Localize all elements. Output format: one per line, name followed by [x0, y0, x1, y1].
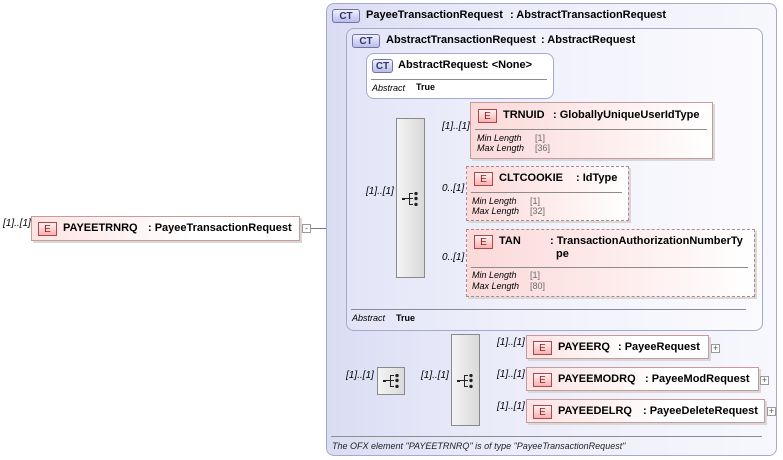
choice-cardinality: [1]..[1]	[421, 370, 449, 381]
facet-value: [1]	[530, 196, 541, 206]
complex-type-icon: CT	[332, 9, 360, 23]
element-payeerq[interactable]: E PAYEERQ : PayeeRequest	[526, 335, 709, 359]
facet-value: [80]	[530, 281, 546, 291]
base-type-name: AbstractRequest	[398, 59, 487, 71]
facet-label: Min Length	[472, 270, 517, 280]
outer-type-name: PayeeTransactionRequest	[366, 9, 503, 21]
inner-type-name: AbstractTransactionRequest	[386, 34, 536, 46]
root-element-name: PAYEETRNRQ	[63, 222, 138, 234]
payeedelrq-type: : PayeeDeleteRequest	[643, 405, 758, 417]
base-type-divider	[371, 79, 547, 80]
element-icon: E	[533, 373, 552, 387]
facet-value: [1]	[535, 133, 546, 143]
collapse-icon[interactable]: -	[302, 224, 311, 233]
payeerq-type: : PayeeRequest	[618, 341, 700, 353]
tan-cardinality: 0..[1]	[442, 252, 465, 263]
tan-type-wrap: pe	[556, 248, 569, 260]
root-element-type: : PayeeTransactionRequest	[148, 222, 292, 234]
sequence-cardinality: [1]..[1]	[366, 186, 394, 197]
facet-value: [1]	[530, 270, 541, 280]
trnuid-name: TRNUID	[503, 109, 545, 121]
tan-name: TAN	[499, 235, 521, 247]
expand-icon[interactable]: +	[760, 375, 769, 385]
element-icon: E	[533, 341, 552, 355]
base-type-base: : <None>	[485, 59, 533, 71]
facet-value: [36]	[535, 143, 551, 153]
element-trnuid[interactable]: E TRNUID : GloballyUniqueUserIdType Min …	[470, 102, 713, 159]
facet-label: Max Length	[472, 206, 520, 216]
facet-label: Min Length	[472, 196, 517, 206]
payeedelrq-name: PAYEEDELRQ	[558, 405, 632, 417]
element-payeemodrq[interactable]: E PAYEEMODRQ : PayeeModRequest	[526, 367, 759, 391]
element-payeedelrq[interactable]: E PAYEEDELRQ : PayeeDeleteRequest	[526, 399, 765, 423]
facet-label: Min Length	[477, 133, 522, 143]
payeemodrq-cardinality: [1]..[1]	[497, 369, 525, 380]
element-icon: E	[474, 235, 493, 249]
complex-type-icon: CT	[352, 34, 380, 48]
trnuid-type: : GloballyUniqueUserIdType	[553, 109, 700, 121]
trnuid-divider	[475, 129, 707, 130]
sequence-compositor[interactable]	[396, 118, 425, 278]
facet-label: Max Length	[477, 143, 525, 153]
inner-type-base: : AbstractRequest	[541, 34, 636, 46]
inner-abstract-label: Abstract	[352, 313, 386, 323]
element-icon: E	[478, 109, 497, 123]
sequence-icon	[457, 374, 473, 388]
root-element-payeetrnrq[interactable]: E PAYEETRNRQ : PayeeTransactionRequest	[31, 216, 300, 241]
root-cardinality: [1]..[1]	[3, 218, 31, 229]
cltcookie-divider	[471, 192, 622, 193]
facet-label: Max Length	[472, 281, 520, 291]
complex-type-abstractrequest: CT AbstractRequest : <None> Abstract Tru…	[366, 53, 554, 99]
cltcookie-type: : IdType	[576, 172, 618, 184]
element-tan[interactable]: E TAN : TransactionAuthorizationNumberTy…	[466, 229, 755, 297]
base-abstract-value: True	[416, 82, 436, 92]
outer-sequence-cardinality: [1]..[1]	[346, 370, 374, 381]
element-icon: E	[533, 405, 552, 419]
cltcookie-name: CLTCOOKIE	[499, 172, 563, 184]
element-icon: E	[38, 222, 57, 236]
inner-abstract-value: True	[396, 313, 416, 323]
cltcookie-cardinality: 0..[1]	[442, 183, 465, 194]
expand-icon[interactable]: +	[711, 343, 720, 353]
tan-type: : TransactionAuthorizationNumberTy	[550, 235, 743, 247]
payeedelrq-cardinality: [1]..[1]	[497, 401, 525, 412]
outer-type-divider	[331, 436, 762, 437]
payeerq-cardinality: [1]..[1]	[497, 337, 525, 348]
trnuid-cardinality: [1]..[1]	[442, 121, 470, 132]
element-cltcookie[interactable]: E CLTCOOKIE : IdType Min Length [1] Max …	[466, 166, 629, 221]
payeemodrq-type: : PayeeModRequest	[645, 373, 750, 385]
sequence-icon	[383, 374, 399, 388]
base-abstract-label: Abstract	[372, 83, 406, 93]
sequence-icon	[402, 192, 418, 206]
type-note: The OFX element "PAYEETRNRQ" is of type …	[332, 441, 626, 451]
tan-divider	[471, 267, 748, 268]
expand-icon[interactable]: +	[767, 406, 776, 416]
facet-value: [32]	[530, 206, 546, 216]
inner-type-divider	[351, 309, 746, 310]
element-icon: E	[474, 172, 493, 186]
outer-type-base: : AbstractTransactionRequest	[510, 9, 667, 21]
complex-type-icon: CT	[372, 59, 393, 73]
payeemodrq-name: PAYEEMODRQ	[558, 373, 636, 385]
choice-compositor[interactable]	[451, 334, 480, 426]
outer-sequence-compositor[interactable]	[377, 367, 405, 395]
payeerq-name: PAYEERQ	[558, 341, 610, 353]
